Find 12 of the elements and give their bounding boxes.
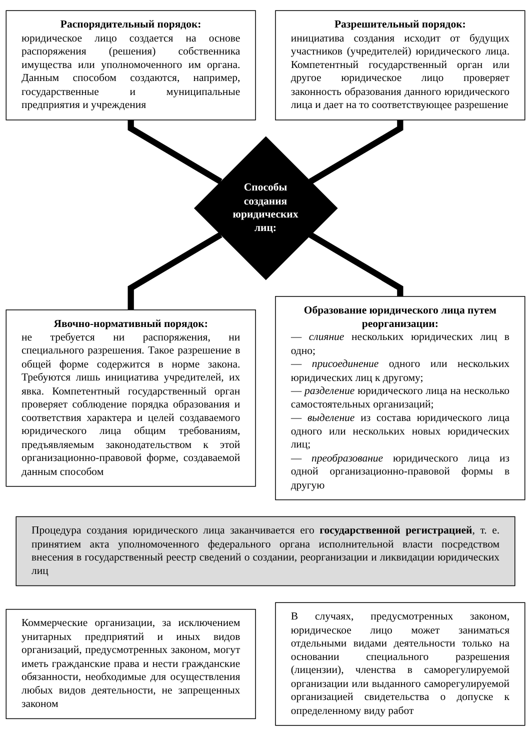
connector-bar [308,232,404,296]
description-box: Распорядительный порядок: юридическое лицо создается на основе распоряжения (решения) собственника имущества или уполномоченного им органа. Данным способом создаются, например, государственные и муниципальные предприятия и учреждения [6,10,256,120]
connector-bar [128,120,222,184]
connector-bar [308,120,404,184]
description-box: Образование юридического лица путем реорганизации: — слияние нескольких юридических лиц в одно; — присоединение одного или нескольких юридических лиц к другому; — разделение юридического лица на несколько самостоятельных организаций; — выделение из состава юридического лица одного или нескольких новых юридических лиц; — преобразование юридического лица из одной организационно-правовой формы в другую [275,296,526,500]
connector-bar [128,232,222,310]
description-box: Явочно-нормативный порядок: не требуется ни распоряжения, ни специального разрешения. Такое разрешение в общей форме содержится в норме закона. Требуются лишь инициатива учредителей, их явка. Компетентный государственный орган проверяет соблюдение порядка образования и соответствия характера и целей создаваемого юридического лица общим требованиям, предъявляемым законодательством к этой организационно-правовой форме, создаваемой данным способом [6,310,256,487]
note-box: В случаях, предусмотренных законом, юридическое лицо может заниматься отдельными видами деятельности только на основании специального разрешения (лицензии), членства в саморегулируемой организации или выданного саморегулируемой организацией свидетельства о допуске к определенному виду работ [275,602,526,726]
summary-box: Процедура создания юридического лица заканчивается его государственной регистрацией, т. е. принятием акта уполномоченного федерального органа исполнительной власти посредством внесения в государственный реестр сведений о создании, реорганизации и ликвидации юридических лиц [16,516,516,586]
hub-diamond: Способы создания юридических лиц: [194,136,338,280]
note-box: Коммерческие организации, за исключением унитарных предприятий и иных видов организаций, предусмотренных законом, могут иметь гражданские права и нести гражданские обязанности, необходимые для осуществления любых видов деятельности, не запрещенных законом [6,608,256,720]
description-box: Разрешительный порядок: инициатива создания исходит от будущих участников (учредителей) юридического лица. Компетентный государственный орган или другое юридическое лицо проверяет законность образования данного юридического лица и дает на то соответствующее разрешение [275,10,526,120]
